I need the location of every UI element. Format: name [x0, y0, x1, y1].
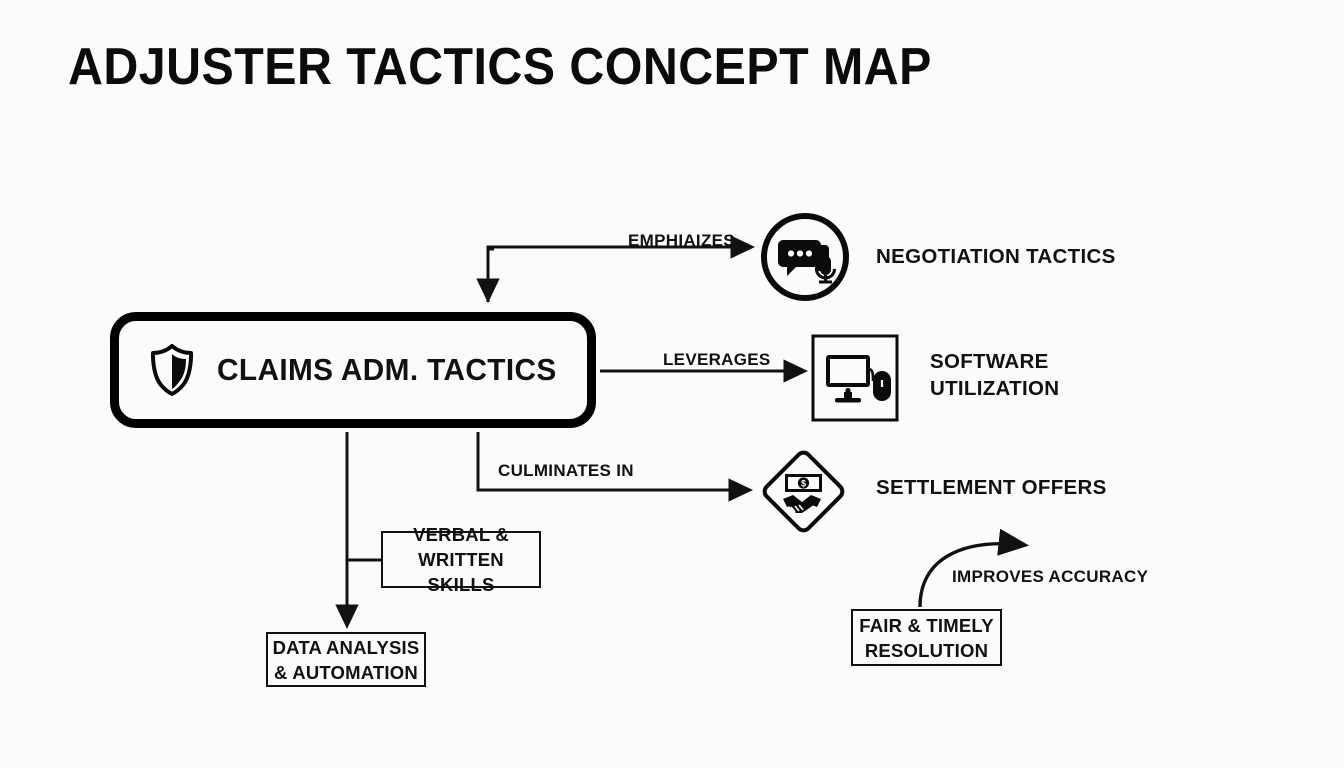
desktop-monitor-mouse-icon [811, 334, 899, 422]
shield-icon [150, 344, 194, 396]
concept-label-negotiation-tactics: NEGOTIATION TACTICS [876, 245, 1116, 268]
page-title: ADJUSTER TACTICS CONCEPT MAP [68, 38, 932, 96]
negotiation-tactics-icon-holder[interactable] [760, 212, 850, 302]
money-handshake-icon: $ [762, 450, 845, 533]
software-utilization-icon-holder[interactable] [811, 334, 899, 422]
central-node-label: CLAIMS ADM. TACTICS [217, 352, 557, 387]
edge-label-leverages: LEVERAGES [663, 350, 771, 369]
box-data-analysis-automation-label: DATA ANALYSIS & AUTOMATION [272, 636, 420, 683]
edge-improves-accuracy [918, 528, 1030, 608]
settlement-offers-icon-holder[interactable]: $ [755, 443, 852, 540]
chat-bubble-microphone-icon [761, 213, 849, 301]
box-fair-timely-resolution[interactable]: FAIR & TIMELY RESOLUTION [851, 609, 1002, 666]
box-data-analysis-automation[interactable]: DATA ANALYSIS & AUTOMATION [266, 632, 426, 687]
concept-label-settlement-offers: SETTLEMENT OFFERS [876, 476, 1107, 499]
central-node-claims-adm-tactics[interactable]: CLAIMS ADM. TACTICS [110, 312, 596, 428]
edge-label-culminates-in: CULMINATES IN [498, 461, 634, 480]
edge-emphasizes [476, 235, 756, 304]
concept-label-software-utilization: SOFTWARE UTILIZATION [930, 350, 1060, 400]
box-fair-timely-resolution-label: FAIR & TIMELY RESOLUTION [859, 614, 994, 661]
edge-label-improves-accuracy: IMPROVES ACCURACY [952, 567, 1149, 586]
box-verbal-written-skills[interactable]: VERBAL & WRITTEN SKILLS [381, 524, 541, 595]
svg-text:$: $ [801, 479, 806, 489]
edge-culminates [476, 432, 754, 502]
box-verbal-written-skills-label: VERBAL & WRITTEN SKILLS [413, 524, 509, 595]
edge-label-emphasizes: EMPHIAIZES [628, 231, 735, 250]
